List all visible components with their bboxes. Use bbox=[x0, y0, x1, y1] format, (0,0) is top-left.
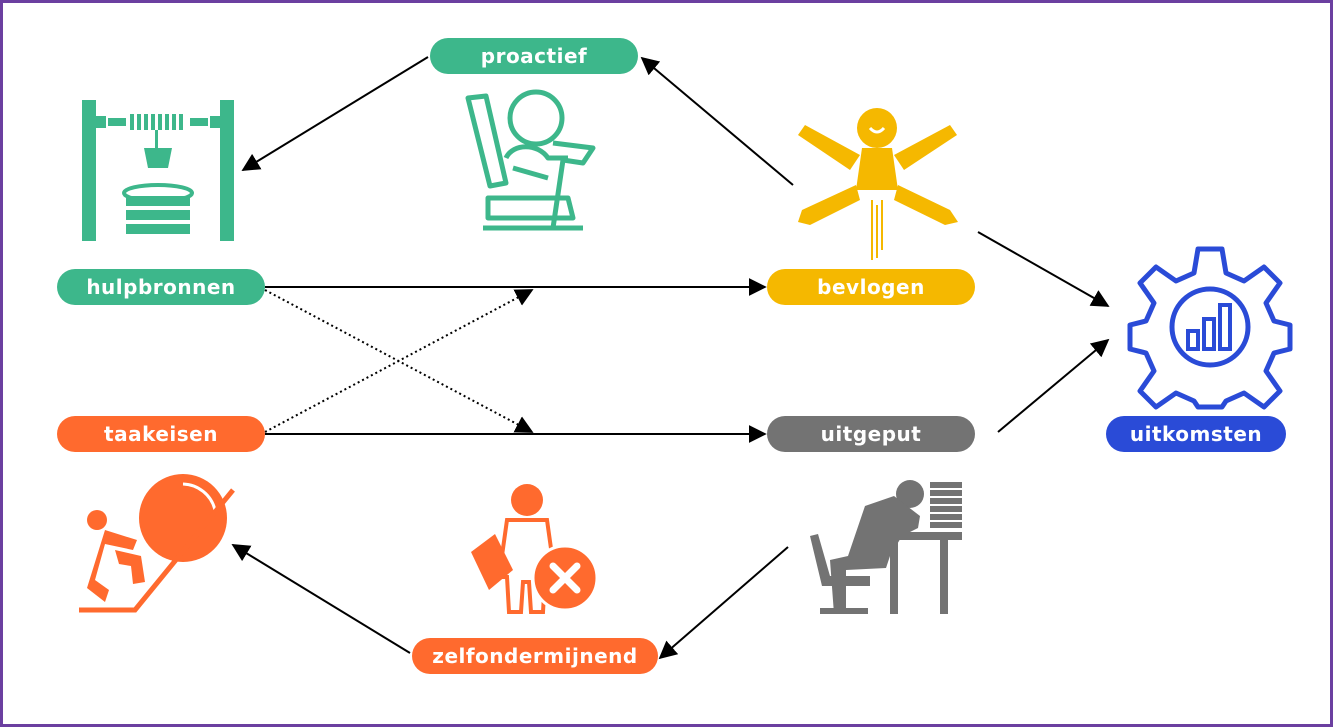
exhausted-worker-icon bbox=[810, 480, 962, 614]
pushing-boulder-icon bbox=[79, 474, 235, 613]
resources-icon bbox=[82, 100, 234, 241]
node-hulpbronnen: hulpbronnen bbox=[57, 269, 265, 305]
dotted-taakeisen-to-bevlogen bbox=[264, 289, 534, 433]
node-bevlogen: bevlogen bbox=[767, 269, 975, 305]
node-proactief: proactief bbox=[430, 38, 638, 74]
node-uitgeput: uitgeput bbox=[767, 416, 975, 452]
node-taakeisen: taakeisen bbox=[57, 416, 265, 452]
arrow-zelfondermijnend-to-taakeisen bbox=[231, 544, 411, 654]
arrow-uitgeput-to-zelfondermijnend bbox=[658, 546, 789, 660]
arrow-proactief-to-hulpbronnen bbox=[241, 56, 429, 171]
arrow-bevlogen-to-proactief bbox=[640, 56, 794, 186]
self-undermining-icon bbox=[471, 484, 599, 614]
node-zelfondermijnend: zelfondermijnend bbox=[412, 638, 658, 674]
jumping-person-icon bbox=[798, 108, 958, 260]
arrow-uitgeput-to-uitkomsten bbox=[997, 338, 1110, 433]
proactive-worker-icon bbox=[465, 89, 596, 231]
node-uitkomsten: uitkomsten bbox=[1106, 416, 1286, 452]
outcomes-gear-icon bbox=[1127, 246, 1293, 410]
arrow-bevlogen-to-uitkomsten bbox=[977, 231, 1110, 307]
